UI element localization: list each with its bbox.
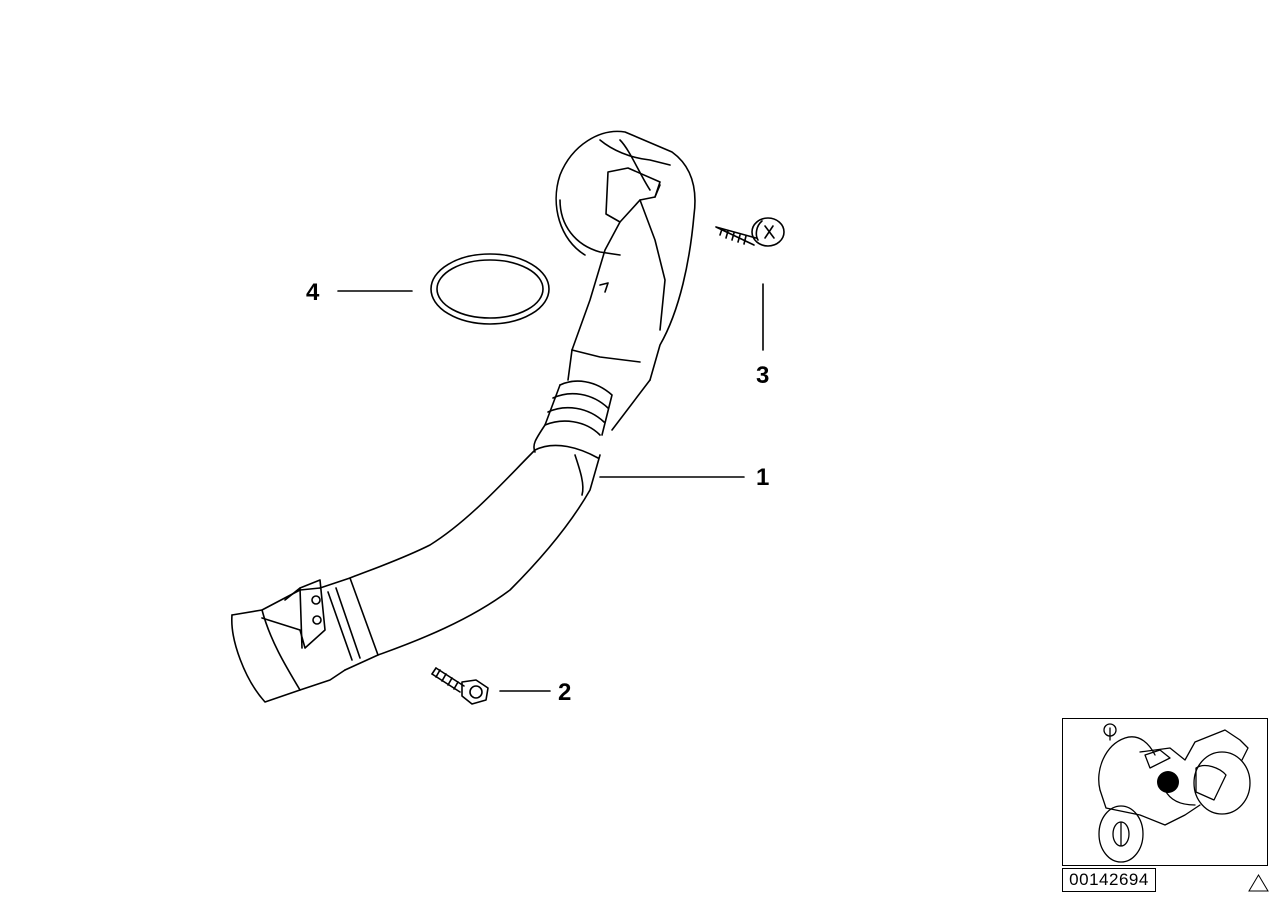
callout-number-3: 3 bbox=[756, 362, 769, 389]
locator-thumbnail-frame bbox=[1062, 718, 1268, 866]
screw-part bbox=[715, 217, 785, 247]
document-number: 00142694 bbox=[1062, 868, 1156, 892]
intake-pipe-part bbox=[231, 130, 696, 703]
callout-number-2: 2 bbox=[558, 679, 571, 706]
o-ring-part bbox=[430, 253, 550, 325]
callout-number-1: 1 bbox=[756, 464, 769, 491]
triangle-icon bbox=[1248, 874, 1269, 892]
bolt-part bbox=[431, 667, 489, 705]
callout-number-4: 4 bbox=[306, 279, 320, 306]
motorcycle-locator-icon bbox=[1098, 723, 1251, 863]
locator-dot bbox=[1157, 771, 1179, 793]
